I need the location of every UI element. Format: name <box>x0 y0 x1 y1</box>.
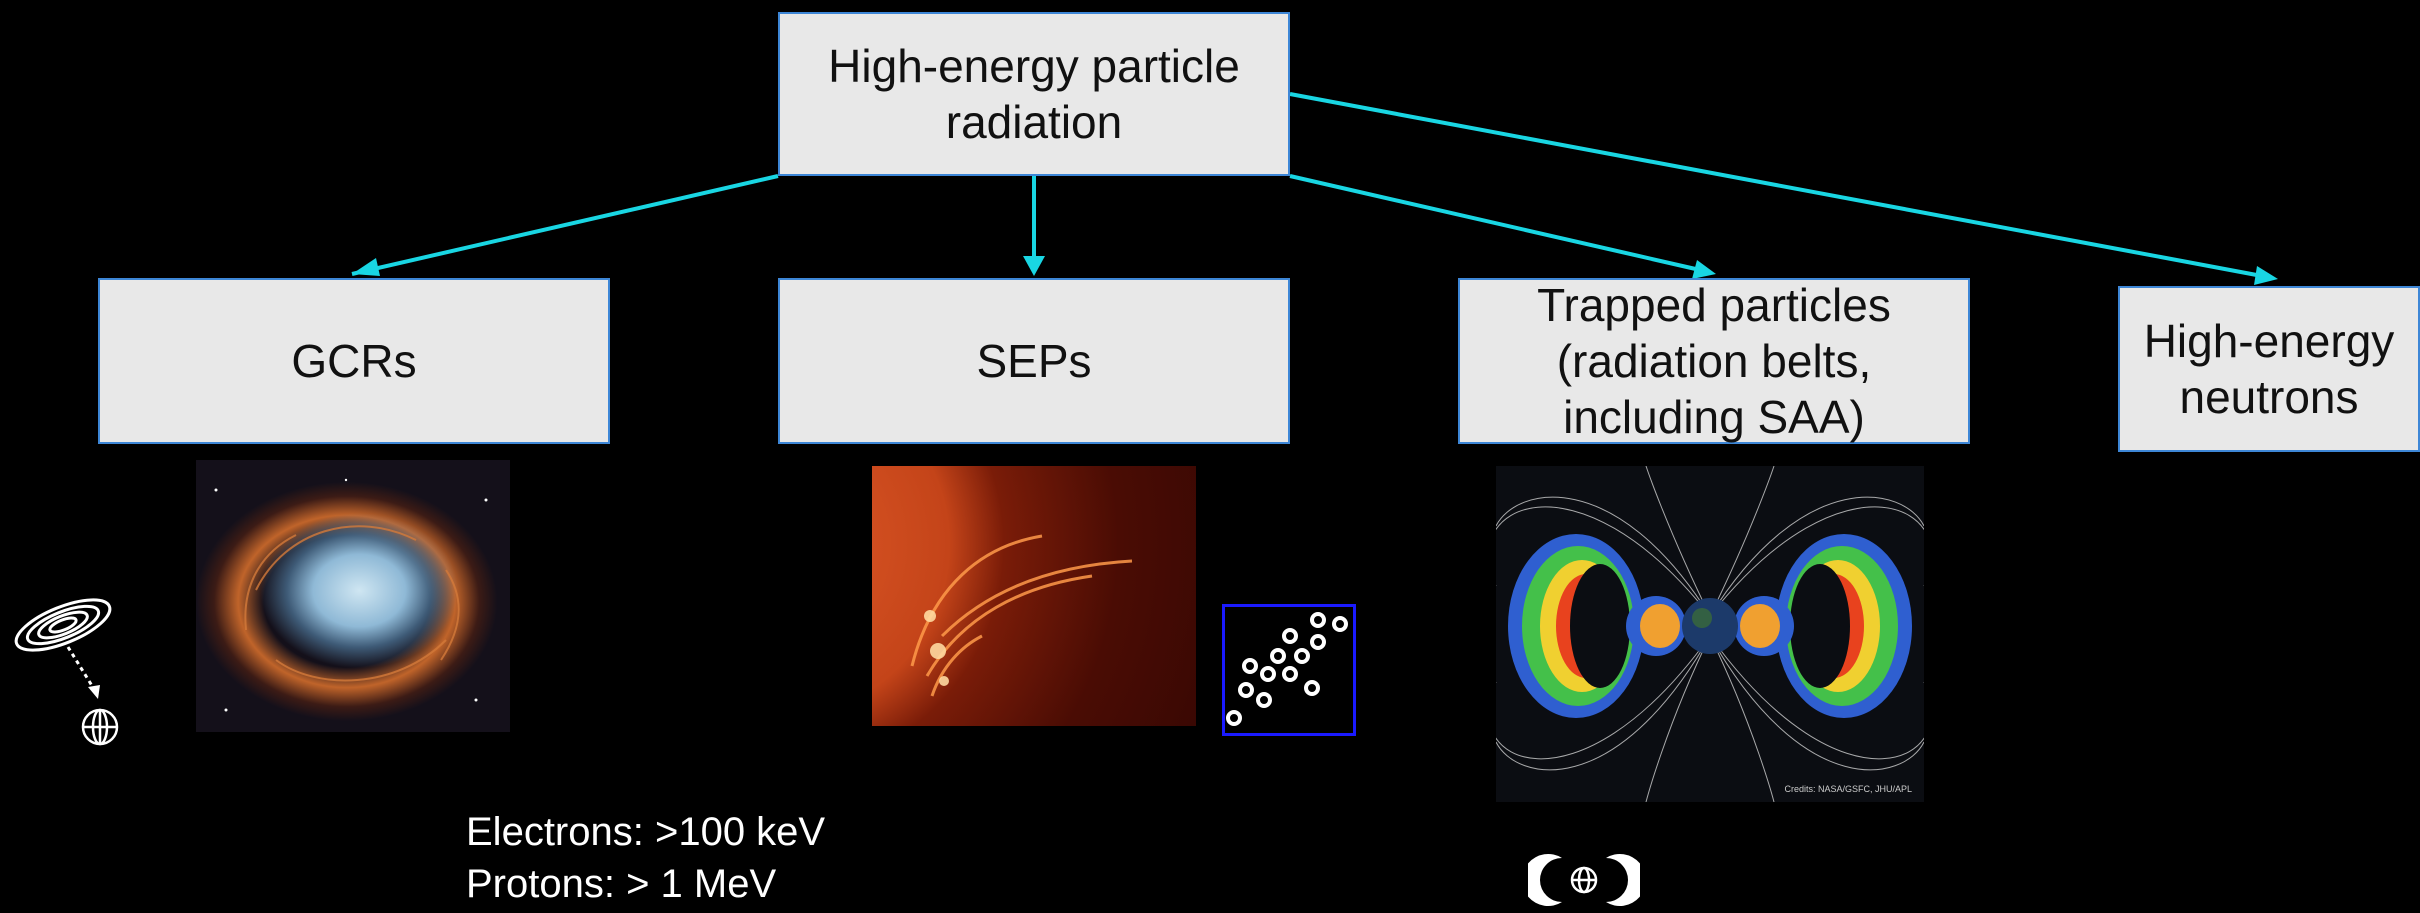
dotted-arrow-icon <box>66 646 100 699</box>
crab-nebula-image <box>196 460 510 732</box>
node-seps: SEPs <box>778 278 1290 444</box>
node-label: Trapped particles (radiation belts, incl… <box>1537 279 1891 443</box>
arrow-to-neutrons <box>1289 92 2263 278</box>
energy-thresholds: Electrons: >100 keV Protons: > 1 MeV <box>466 806 825 910</box>
arrow-to-trapped <box>1289 174 1701 272</box>
node-high-energy-neutrons: High-energy neutrons <box>2118 286 2420 452</box>
radiation-belts-image: Credits: NASA/GSFC, JHU/APL <box>1496 466 1924 802</box>
belts-graphic: Credits: NASA/GSFC, JHU/APL <box>1496 466 1924 802</box>
prominence-loops <box>910 534 1133 697</box>
belts-credit: Credits: NASA/GSFC, JHU/APL <box>1784 784 1912 794</box>
arrowhead-gcrs <box>352 258 380 276</box>
solar-prominence-image <box>872 466 1196 726</box>
arrow-to-gcrs <box>351 174 779 276</box>
node-label: GCRs <box>291 335 417 387</box>
node-label: SEPs <box>976 335 1092 387</box>
node-gcrs: GCRs <box>98 278 610 444</box>
electrons-threshold: Electrons: >100 keV <box>466 810 826 854</box>
node-trapped-particles: Trapped particles (radiation belts, incl… <box>1458 278 1970 444</box>
arrowhead-neutrons <box>2254 266 2278 285</box>
galaxy-icon <box>14 598 112 652</box>
nebula-filaments <box>214 478 488 712</box>
globe-icon <box>81 708 119 746</box>
radiation-belt-icon <box>1528 854 1640 906</box>
node-high-energy-particle-radiation: High-energy particle radiation <box>778 12 1290 176</box>
arrowhead-trapped <box>1692 260 1716 279</box>
particles-icon <box>1222 604 1356 736</box>
protons-threshold: Protons: > 1 MeV <box>466 862 777 906</box>
node-label: High-energy particle radiation <box>828 40 1240 148</box>
arrowhead-seps <box>1023 256 1045 276</box>
node-label: High-energy neutrons <box>2143 315 2395 423</box>
